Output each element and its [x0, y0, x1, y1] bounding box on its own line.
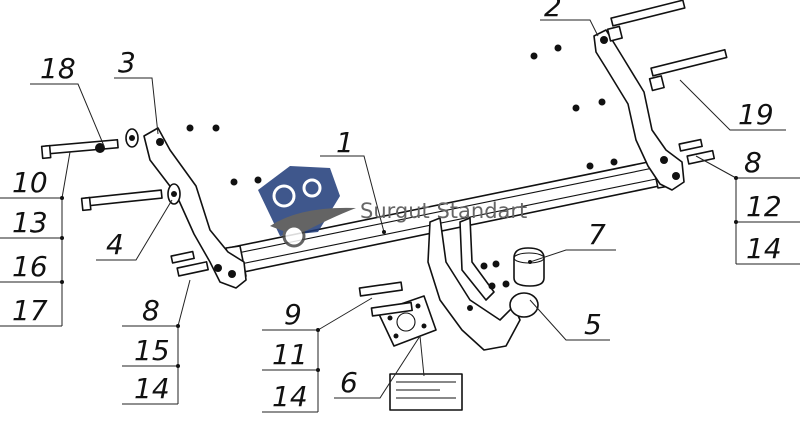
callout-15: 15	[134, 334, 170, 367]
callout-11: 11	[272, 338, 308, 371]
callout-13: 13	[12, 206, 48, 239]
bolt-9	[358, 281, 413, 317]
callout-3: 3	[118, 46, 136, 79]
bolt-19	[648, 48, 728, 92]
callout-9: 9	[284, 298, 302, 331]
bolt-4	[80, 183, 181, 212]
callout-2: 2	[544, 0, 562, 23]
callout-14-right: 14	[746, 232, 782, 265]
callout-16: 16	[12, 250, 48, 283]
tow-ball-mount	[427, 217, 539, 351]
washer-top-left	[125, 128, 139, 148]
watermark: Surgut Standart	[258, 166, 527, 248]
callout-14-mid: 14	[272, 380, 308, 413]
bolt-right-top	[606, 0, 686, 42]
watermark-text: Surgut Standart	[360, 199, 527, 223]
callout-4: 4	[106, 228, 124, 261]
leader-dots	[60, 176, 738, 372]
callout-14-left: 14	[134, 372, 170, 405]
callout-10: 10	[12, 166, 48, 199]
callout-12: 12	[746, 190, 782, 223]
callout-5: 5	[584, 308, 602, 341]
bolt-8-left	[170, 250, 209, 277]
callout-19: 19	[738, 98, 774, 131]
callout-18: 18	[40, 52, 76, 85]
leader-lines	[0, 19, 800, 413]
loose-nuts	[186, 44, 618, 290]
callout-8-right: 8	[744, 146, 762, 179]
callout-17: 17	[12, 294, 48, 327]
gear-car-logo-icon	[258, 166, 356, 248]
callout-8-left: 8	[142, 294, 160, 327]
bolt-8-right	[678, 138, 716, 165]
nameplate	[389, 373, 463, 411]
callout-7: 7	[588, 218, 606, 251]
right-bracket	[593, 29, 685, 191]
left-bracket	[143, 127, 247, 289]
ball-cover	[513, 247, 545, 287]
callout-1: 1	[336, 126, 354, 159]
callout-6: 6	[340, 366, 358, 399]
bolt-18	[40, 138, 119, 160]
callouts: 1 2 3 4 5 6 7 8 12 14 18 19 10 13 16 17 …	[12, 0, 782, 413]
